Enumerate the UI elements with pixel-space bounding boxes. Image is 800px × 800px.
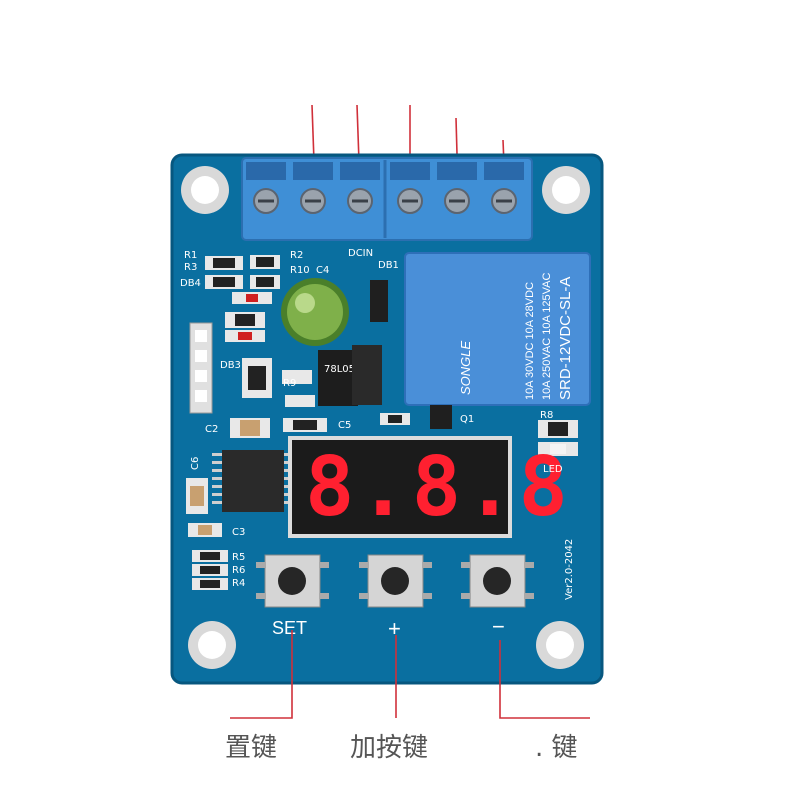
dcin-label: DCIN [348, 248, 373, 259]
svg-text:C4: C4 [316, 265, 329, 276]
svg-text:DB1: DB1 [378, 260, 399, 271]
minus-button[interactable] [461, 554, 534, 608]
svg-text:R4: R4 [232, 578, 245, 589]
microcontroller-chip [212, 450, 294, 512]
mounting-holes [181, 166, 590, 669]
svg-text:Q1: Q1 [460, 414, 474, 425]
regulator-label: 78L05 [324, 364, 355, 375]
svg-text:R8: R8 [540, 410, 553, 421]
plus-button[interactable] [359, 554, 432, 608]
display-digits: 8.8.8 [305, 440, 572, 535]
svg-text:DB4: DB4 [180, 278, 201, 289]
svg-text:R9: R9 [283, 378, 296, 389]
caption-minus: . 键 [535, 733, 578, 763]
svg-text:LED: LED [543, 464, 563, 475]
minus-label: − [492, 614, 505, 639]
relay-rating-ac: 10A 250VAC 10A 125VAC [541, 273, 553, 400]
svg-text:C6: C6 [190, 457, 201, 470]
seven-segment-display: 8.8.8 [288, 436, 572, 538]
plus-label: + [388, 616, 401, 641]
terminal-block [241, 157, 533, 241]
svg-text:C2: C2 [205, 424, 218, 435]
voltage-regulator [318, 350, 358, 406]
bottom-pointer-lines [230, 630, 590, 719]
smd-components [186, 255, 578, 590]
relay-brand: SONGLE [458, 340, 473, 395]
svg-text:DB3: DB3 [220, 360, 241, 371]
relay: SRD-12VDC-SL-A 10A 250VAC 10A 125VAC 10A… [404, 252, 591, 406]
set-button[interactable] [256, 554, 329, 608]
svg-text:R10: R10 [290, 265, 310, 276]
version-label: Ver2.0-2042 [564, 539, 575, 600]
electrolytic-capacitor [281, 278, 349, 346]
relay-rating-dc: 10A 30VDC 10A 28VDC [524, 282, 536, 400]
svg-text:R1: R1 [184, 250, 197, 261]
svg-text:C5: C5 [338, 420, 351, 431]
caption-set: 置键 [225, 733, 277, 763]
caption-plus: 加按键 [350, 733, 428, 763]
set-label: SET [272, 618, 307, 638]
rectifier-diode [352, 345, 382, 405]
silkscreen-labels: R1 R3 DB4 R2 R10 C4 DB1 DB3 R9 C2 C5 Q1 … [180, 250, 563, 589]
svg-text:R3: R3 [184, 262, 197, 273]
relay-model: SRD-12VDC-SL-A [557, 277, 574, 400]
svg-text:C3: C3 [232, 527, 245, 538]
svg-text:R5: R5 [232, 552, 245, 563]
relay-diode [370, 280, 388, 322]
svg-text:R6: R6 [232, 565, 245, 576]
pin-header [189, 322, 213, 414]
svg-text:R2: R2 [290, 250, 303, 261]
